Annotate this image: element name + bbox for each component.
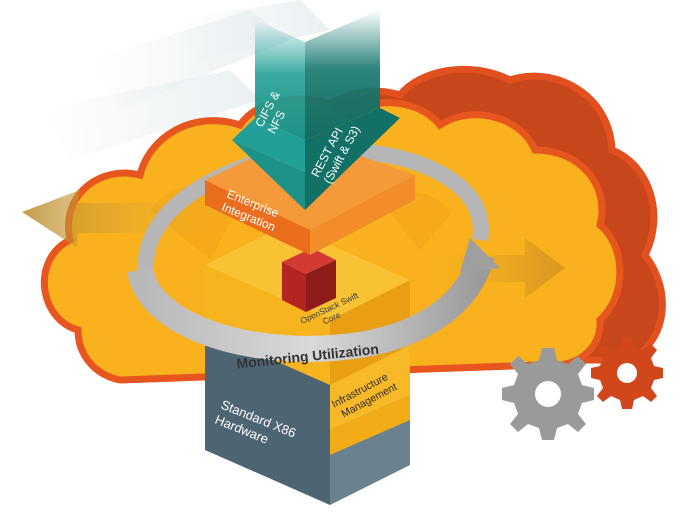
gear-icon-orange xyxy=(591,337,663,409)
gear-icon-gray xyxy=(502,348,594,440)
api-arrow: CIFS & NFS REST API (Swift & S3) xyxy=(232,10,400,210)
